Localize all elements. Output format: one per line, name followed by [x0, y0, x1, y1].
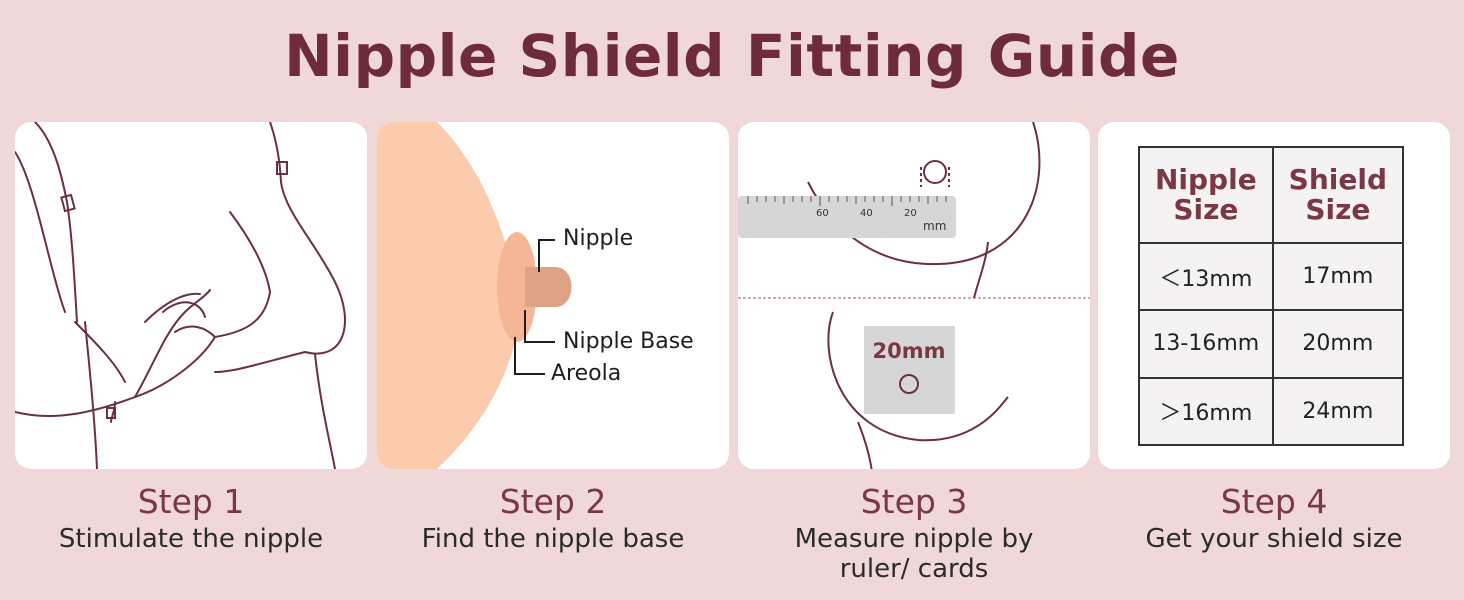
step2-description: Find the nipple base	[421, 524, 685, 554]
ruler-tick-label: 40	[860, 208, 873, 219]
shield-size-cell: 24mm	[1271, 376, 1405, 447]
step4-description: Get your shield size	[1145, 524, 1403, 554]
nipple-base-label: Nipple Base	[563, 329, 694, 354]
step1-illustration	[15, 122, 367, 469]
table-row: ＜13mm 17mm	[1138, 241, 1405, 312]
areola-label: Areola	[551, 361, 621, 386]
size-chart-table: Nipple Size Shield Size ＜13mm 17mm 13-16…	[1138, 146, 1405, 447]
step3-title: Step 3	[860, 482, 968, 521]
step4-panel: Nipple Size Shield Size ＜13mm 17mm 13-16…	[1098, 122, 1450, 469]
card-size-label: 20mm	[873, 339, 946, 363]
shield-size-cell: 20mm	[1271, 309, 1405, 379]
nipple-size-cell: 13-16mm	[1138, 309, 1274, 379]
table-row: 13-16mm 20mm	[1138, 309, 1405, 379]
step3-description: Measure nipple by ruler/ cards	[794, 524, 1034, 584]
page-title: Nipple Shield Fitting Guide	[284, 22, 1180, 90]
step1-description: Stimulate the nipple	[58, 524, 324, 554]
step2-illustration: Nipple Nipple Base Areola	[377, 122, 729, 469]
ruler-unit: mm	[923, 219, 946, 233]
card-hole	[899, 374, 919, 394]
shield-size-cell: 17mm	[1271, 241, 1405, 312]
table-header-row: Nipple Size Shield Size	[1138, 146, 1405, 244]
breast-stimulation-illustration	[15, 122, 346, 469]
step2-title: Step 2	[499, 482, 607, 521]
nipple-shape	[525, 267, 572, 307]
nipple-label: Nipple	[563, 226, 633, 251]
ruler-tick-label: 60	[816, 208, 829, 219]
measurement-diagram: 60 40 20 mm 20mm	[738, 122, 1090, 469]
measuring-card: 20mm	[864, 326, 955, 414]
ruler-tick-label: 20	[904, 208, 917, 219]
shield-size-header: Shield Size	[1271, 146, 1405, 244]
ruler: 60 40 20 mm	[738, 196, 956, 238]
nipple-size-cell: ＜13mm	[1138, 241, 1274, 312]
step3-illustration: 60 40 20 mm 20mm	[738, 122, 1090, 469]
table-row: ＞16mm 24mm	[1138, 376, 1405, 447]
nipple-size-cell: ＞16mm	[1138, 376, 1274, 447]
breast-shape	[377, 122, 519, 469]
step4-title: Step 4	[1220, 482, 1328, 521]
step1-title: Step 1	[137, 482, 245, 521]
nipple-size-header: Nipple Size	[1138, 146, 1274, 244]
nipple-anatomy-diagram: Nipple Nipple Base Areola	[377, 122, 694, 469]
areola-shape	[497, 232, 537, 342]
